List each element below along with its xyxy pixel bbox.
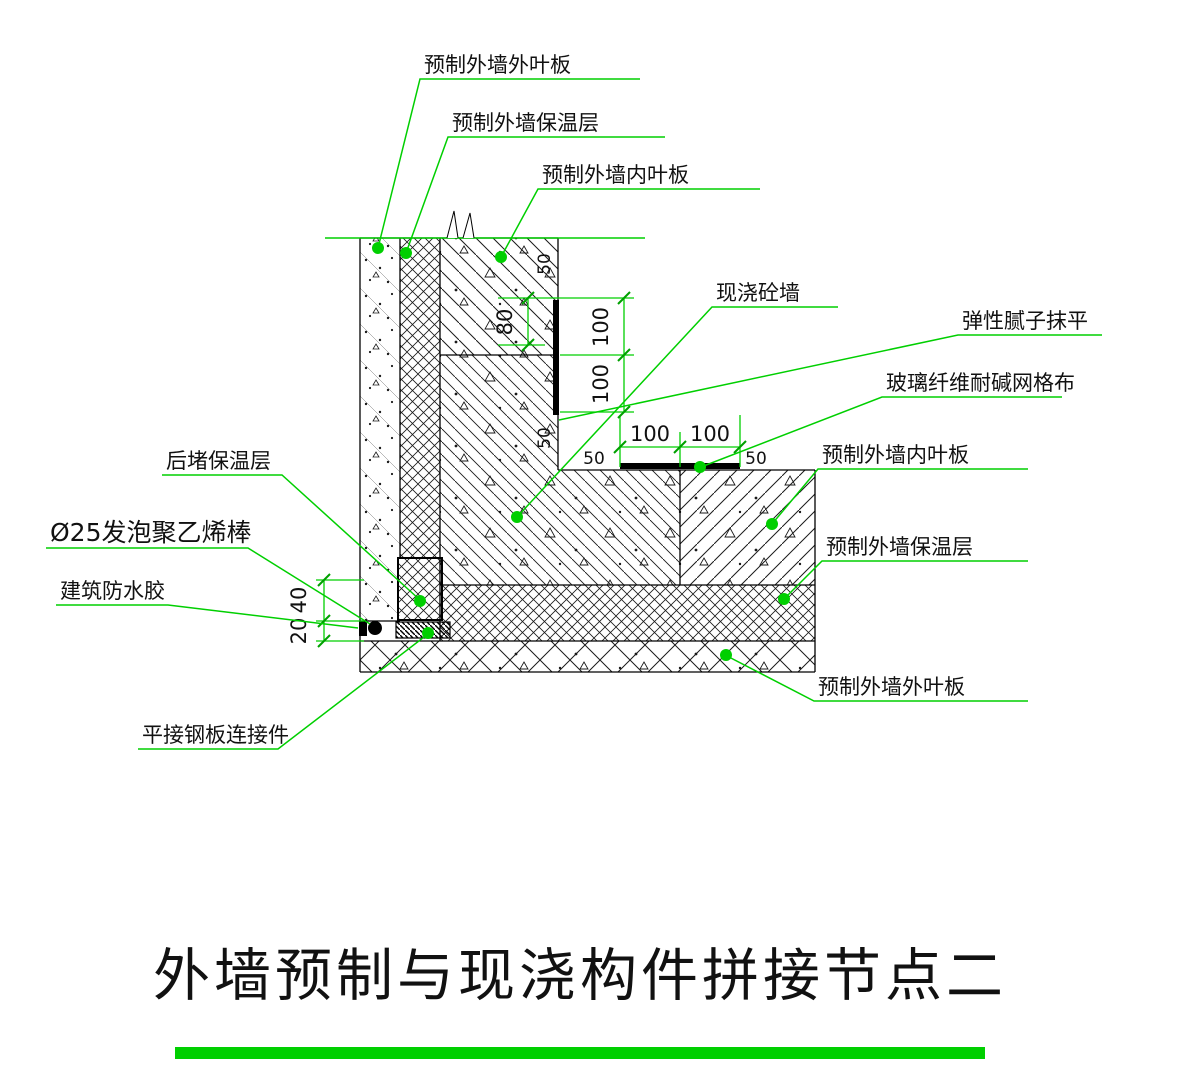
label-steel-plate-connector: 平接钢板连接件 xyxy=(142,723,289,747)
dim-gap-40: 40 xyxy=(287,587,311,614)
label-waterproof-sealant: 建筑防水胶 xyxy=(60,579,165,603)
leader-dot xyxy=(511,511,523,523)
insulation-layer-left xyxy=(400,238,440,558)
inner-leaf-panel-right-aggregate xyxy=(680,470,815,585)
break-mark-1 xyxy=(446,210,459,239)
leader-dot xyxy=(778,593,790,605)
dim-vertical-upper: 100 xyxy=(589,307,613,347)
label-elastic-putty: 弹性腻子抹平 xyxy=(962,309,1088,333)
structural-edges xyxy=(359,237,816,673)
leader-dots xyxy=(372,242,790,661)
backfill-insulation-piece xyxy=(397,557,443,621)
leader-dot xyxy=(372,242,384,254)
dim-leaf-80: 80 xyxy=(493,309,517,336)
dimension-ticks xyxy=(317,291,747,648)
break-mark-2 xyxy=(462,212,475,239)
label-cast-wall: 现浇砼墙 xyxy=(716,281,800,305)
insulation-layer-bottom xyxy=(440,585,815,641)
leader-dot xyxy=(694,461,706,473)
label-fiberglass-mesh: 玻璃纤维耐碱网格布 xyxy=(886,371,1075,395)
pe-foam-rod-piece xyxy=(368,621,382,635)
leader-dot xyxy=(422,627,434,639)
label-outer-leaf-top: 预制外墙外叶板 xyxy=(424,53,571,77)
waterproof-sealant-piece xyxy=(359,621,367,636)
label-pe-foam-rod: Ø25发泡聚乙烯棒 xyxy=(50,518,252,547)
dimensions: 100 100 80 100 100 50 50 50 50 40 20 xyxy=(287,253,767,648)
label-backfill-insulation: 后堵保温层 xyxy=(166,449,271,473)
title-underline-bar xyxy=(175,1047,985,1059)
dim-horizontal-right: 100 xyxy=(690,422,730,446)
drawing-title: 外墙预制与现浇构件拼接节点二 xyxy=(153,943,1007,1009)
dim-vertical-lower: 100 xyxy=(589,364,613,404)
dim-50-left: 50 xyxy=(583,449,605,469)
leader-dot xyxy=(720,649,732,661)
leader-dot xyxy=(400,247,412,259)
label-inner-leaf-top: 预制外墙内叶板 xyxy=(542,163,689,187)
dim-50-bottom: 50 xyxy=(535,427,555,449)
label-insulation-top: 预制外墙保温层 xyxy=(452,111,599,135)
title-block: 外墙预制与现浇构件拼接节点二 xyxy=(153,943,1007,1059)
label-inner-leaf-right: 预制外墙内叶板 xyxy=(822,443,969,467)
outer-leaf-panel-bottom-aggregate xyxy=(360,641,815,672)
dim-horizontal-left: 100 xyxy=(630,422,670,446)
label-insulation-right: 预制外墙保温层 xyxy=(826,535,973,559)
leader-dot xyxy=(766,518,778,530)
callouts: 预制外墙外叶板 预制外墙保温层 预制外墙内叶板 现浇砼墙 弹性腻子抹平 玻璃纤维… xyxy=(46,53,1102,750)
dim-50-right: 50 xyxy=(745,449,767,469)
dim-50-top: 50 xyxy=(535,253,555,275)
leader-dot xyxy=(414,595,426,607)
outer-leaf-panel-left xyxy=(360,238,400,621)
label-outer-leaf-bottom: 预制外墙外叶板 xyxy=(818,675,965,699)
leader-lines xyxy=(46,78,1102,750)
leader-dot xyxy=(495,251,507,263)
